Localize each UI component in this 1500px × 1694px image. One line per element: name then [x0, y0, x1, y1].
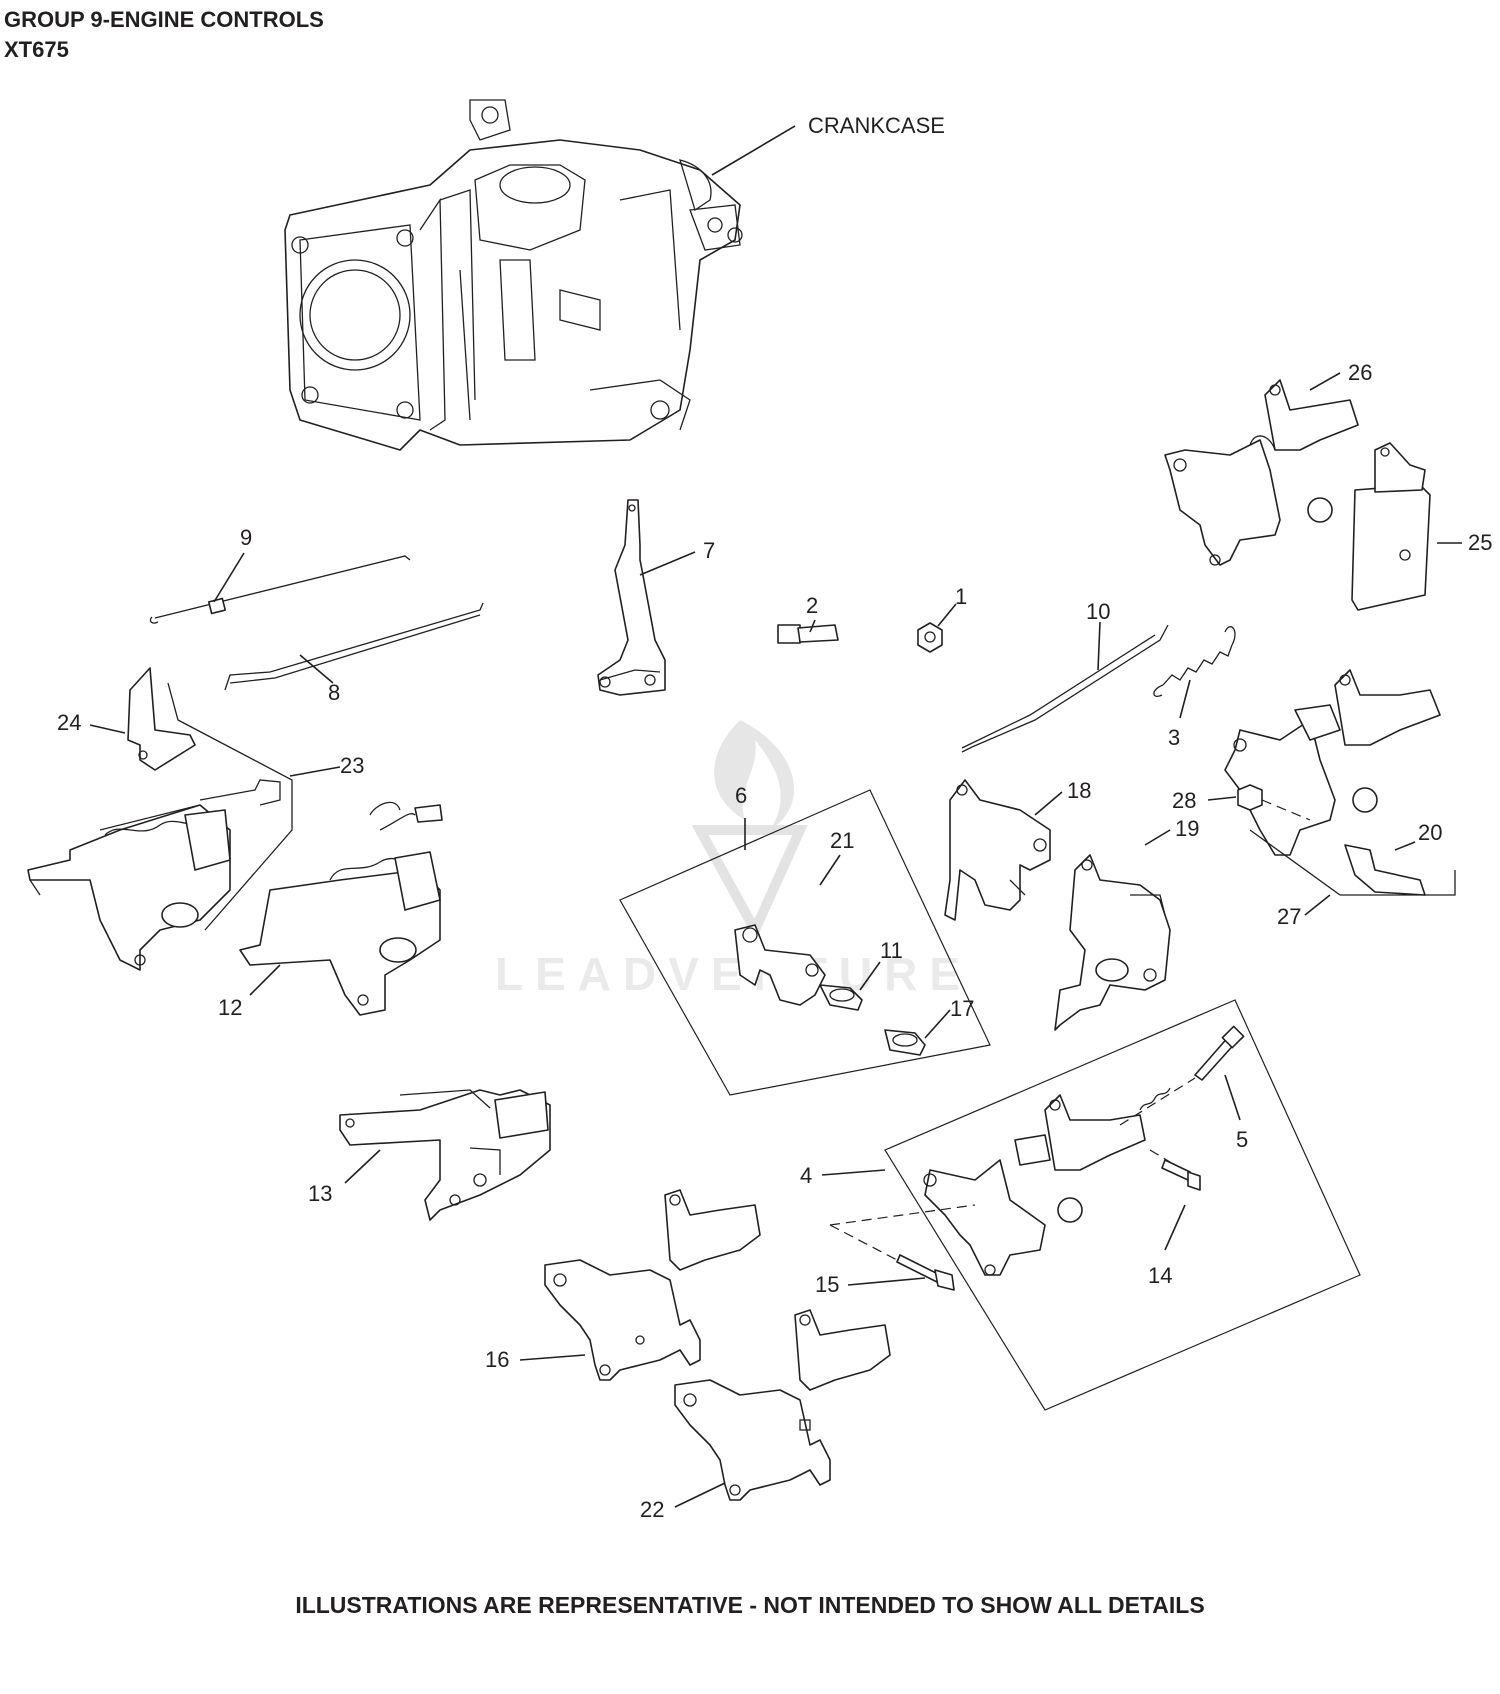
callout-6: 6 — [735, 783, 747, 808]
callout-10: 10 — [1086, 599, 1110, 624]
part-17-clamp — [884, 1029, 926, 1056]
part-18-bracket — [944, 779, 1051, 921]
part-19-bracket — [1054, 854, 1171, 1031]
callout-21: 21 — [830, 828, 854, 853]
part-1-nut — [917, 622, 943, 653]
callout-8: 8 — [328, 680, 340, 705]
callout-crankcase: CRANKCASE — [808, 113, 945, 138]
disclaimer-footer: ILLUSTRATIONS ARE REPRESENTATIVE - NOT I… — [295, 1592, 1205, 1618]
part-25-plate — [1351, 442, 1431, 611]
part-16-bracket — [544, 1189, 761, 1381]
callout-3: 3 — [1168, 725, 1180, 750]
part-22-bracket — [674, 1309, 891, 1501]
part-24-bracket — [127, 667, 196, 771]
callout-5: 5 — [1236, 1127, 1248, 1152]
callout-13: 13 — [308, 1181, 332, 1206]
part-14-bolt — [1161, 1159, 1201, 1191]
callout-27: 27 — [1277, 904, 1301, 929]
callout-15: 15 — [815, 1272, 839, 1297]
page-title: GROUP 9-ENGINE CONTROLS — [4, 7, 324, 32]
part-8-link — [224, 602, 484, 691]
watermark-text: LEADVENTURE — [495, 948, 972, 1000]
callout-14: 14 — [1148, 1263, 1172, 1288]
part-2-pin — [777, 624, 839, 644]
part-7-lever — [597, 499, 666, 696]
part-27-assembly — [1224, 669, 1441, 856]
callout-11: 11 — [880, 938, 903, 963]
callout-20: 20 — [1418, 820, 1442, 845]
callout-22: 22 — [640, 1497, 664, 1522]
part-26-assembly — [1164, 379, 1359, 566]
part-28-nut — [1237, 784, 1263, 811]
callout-12: 12 — [218, 995, 242, 1020]
part-11-clip — [819, 984, 863, 1011]
part-12-governor-lever — [239, 801, 443, 1016]
callout-1: 1 — [955, 584, 967, 609]
part-13-assembly — [339, 1089, 551, 1221]
part-5-bolt — [1139, 1025, 1245, 1111]
callout-17: 17 — [950, 996, 974, 1021]
part-21-bracket — [734, 924, 826, 1006]
crankcase-part — [284, 99, 743, 451]
callout-28: 28 — [1172, 788, 1196, 813]
governor-assembly-23 — [27, 779, 281, 971]
callout-9: 9 — [240, 525, 252, 550]
callout-25: 25 — [1468, 530, 1492, 555]
model-subtitle: XT675 — [4, 37, 69, 62]
part-10-rod — [961, 624, 1169, 753]
part-4-assembly — [923, 1094, 1146, 1276]
part-3-spring — [1153, 626, 1236, 697]
callout-23: 23 — [340, 753, 364, 778]
part-20-stud — [1344, 844, 1426, 896]
callout-26: 26 — [1348, 360, 1372, 385]
callout-18: 18 — [1067, 778, 1091, 803]
callout-4: 4 — [800, 1163, 812, 1188]
part-15-bolt — [896, 1254, 955, 1291]
part-9-rod — [149, 555, 411, 624]
callout-7: 7 — [703, 538, 715, 563]
callout-16: 16 — [485, 1347, 509, 1372]
callout-24: 24 — [57, 710, 81, 735]
callout-2: 2 — [806, 593, 818, 618]
callout-19: 19 — [1175, 816, 1199, 841]
watermark: LEADVENTURE — [495, 720, 972, 1000]
